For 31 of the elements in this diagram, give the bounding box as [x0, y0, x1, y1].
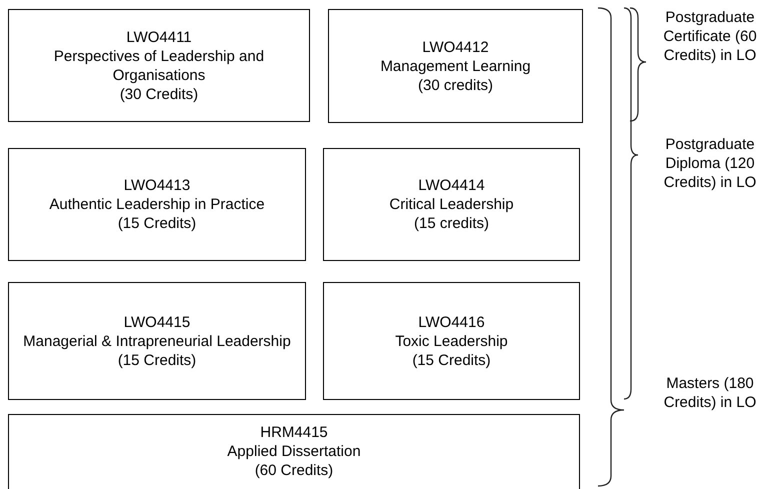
course-title: Managerial & Intrapreneurial Leadership — [23, 332, 291, 350]
course-title: Critical Leadership — [389, 195, 514, 214]
credit-value: (15 Credits) — [118, 350, 196, 370]
course-box — [8, 148, 306, 261]
course-code: LWO4416 — [418, 312, 485, 332]
course-box — [8, 9, 310, 122]
course-title: Applied Dissertation — [227, 442, 361, 461]
course-code: LWO4413 — [124, 176, 190, 195]
course-code: LWO4412 — [422, 38, 489, 56]
credit-value: (30 credits) — [418, 76, 494, 94]
course-title: Perspectives of Leadership and Organisations — [52, 46, 266, 84]
qualification-label: Masters (180 Credits) in LO — [662, 374, 758, 412]
credit-value: (15 Credits) — [118, 214, 196, 233]
course-code: LWO4411 — [126, 28, 192, 46]
course-code: LWO4415 — [124, 312, 190, 332]
qualification-label: Postgraduate Diploma (120 Credits) in LO — [662, 135, 758, 192]
course-code: LWO4414 — [418, 176, 485, 195]
credit-value: (60 Credits) — [254, 461, 334, 480]
course-title: Authentic Leadership in Practice — [49, 195, 265, 214]
course-title: Management Learning — [380, 56, 531, 76]
credit-value: (15 Credits) — [412, 350, 491, 370]
course-box — [323, 148, 580, 261]
course-title: Toxic Leadership — [395, 332, 508, 350]
credit-value: (15 credits) — [414, 214, 490, 233]
course-box — [323, 282, 580, 400]
course-box — [8, 282, 306, 400]
course-code: HRM4415 — [260, 423, 328, 442]
course-box — [8, 414, 580, 489]
qualification-label: Postgraduate Certificate (60 Credits) in LO — [662, 8, 758, 65]
course-box — [328, 9, 583, 123]
credit-value: (30 Credits) — [120, 84, 198, 104]
